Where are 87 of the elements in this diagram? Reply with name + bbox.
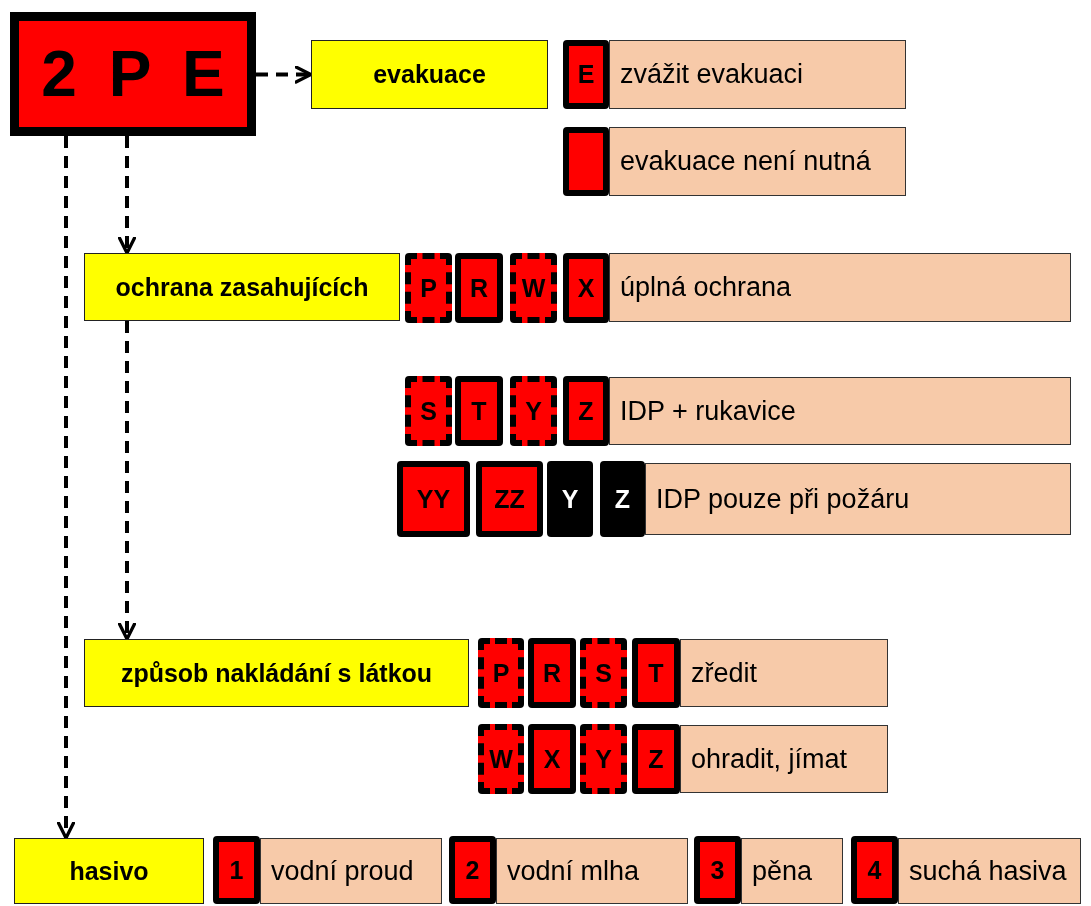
code-letter: W: [489, 744, 513, 774]
code-letter: X: [543, 744, 561, 774]
code-letter: S: [420, 396, 437, 426]
category-box: [311, 40, 548, 109]
description-text: evakuace není nutná: [620, 146, 871, 177]
description-text: IDP + rukavice: [620, 395, 796, 427]
category-label: ochrana zasahujících: [115, 272, 369, 302]
code-letter: X: [577, 273, 595, 303]
dashed-arrow: [117, 136, 137, 255]
code-letter: S: [595, 658, 612, 688]
category-label: evakuace: [373, 60, 486, 89]
description-box: [680, 725, 888, 793]
description-text: vodní proud: [271, 855, 414, 887]
dashed-arrow: [256, 65, 313, 84]
code-badge: [851, 836, 898, 904]
code-badge: [449, 836, 496, 904]
code-letter: R: [469, 273, 489, 303]
code-badge: [632, 638, 680, 708]
code-letter: 3: [710, 855, 725, 885]
description-box: [496, 838, 688, 904]
description-box: [609, 253, 1071, 322]
code-letter: Z: [578, 396, 594, 426]
code-letter: T: [471, 396, 487, 426]
code-badge: [580, 638, 627, 708]
code-letter: Z: [648, 744, 664, 774]
description-box: [609, 127, 906, 196]
code-badge: [213, 836, 260, 904]
description-box: [260, 838, 442, 904]
code-badge: [528, 724, 576, 794]
code-badge: [405, 376, 452, 446]
code-badge: [510, 376, 557, 446]
category-box: [84, 253, 400, 321]
code-letter: W: [521, 273, 546, 303]
code-letter: Y: [595, 744, 612, 774]
code-badge: [563, 253, 609, 323]
code-badge: [600, 461, 645, 537]
code-badge: [397, 461, 470, 537]
dashed-arrow: [56, 136, 76, 840]
description-box: [609, 377, 1071, 445]
description-text: vodní mlha: [507, 855, 640, 887]
code-badge: [694, 836, 741, 904]
description-box: [680, 639, 888, 707]
code-panel: [10, 12, 256, 136]
description-box: [741, 838, 843, 904]
code-badge: [455, 253, 503, 323]
description-text: ohradit, jímat: [691, 743, 848, 775]
code-badge: [563, 376, 609, 446]
code-badge: [455, 376, 503, 446]
code-letter: 2: [465, 855, 480, 885]
description-box: [609, 40, 906, 109]
code-badge: [563, 40, 609, 109]
code-letter: E: [577, 60, 595, 89]
category-box: [84, 639, 469, 707]
code-badge: [547, 461, 593, 537]
description-text: suchá hasiva: [909, 855, 1067, 887]
code-letter: Y: [525, 396, 542, 426]
code-letter: 1: [229, 855, 244, 885]
code-letter: Z: [614, 484, 631, 514]
code-letter: 4: [867, 855, 882, 885]
code-badge: [476, 461, 543, 537]
description-box: [898, 838, 1081, 904]
empty-code-badge: [563, 127, 609, 196]
category-label: způsob nakládání s látkou: [120, 658, 433, 688]
code-badge: [632, 724, 680, 794]
code-badge: [528, 638, 576, 708]
code-badge: [405, 253, 452, 323]
code-letter: YY: [416, 484, 451, 514]
code-letter: T: [648, 658, 664, 688]
dashed-arrow: [117, 321, 137, 641]
code-letter: ZZ: [494, 484, 525, 514]
description-text: úplná ochrana: [620, 272, 792, 303]
code-letter: R: [542, 658, 562, 688]
code-letter: P: [420, 273, 437, 303]
description-box: [645, 463, 1071, 535]
category-box: [14, 838, 204, 904]
code-letter: P: [492, 658, 510, 688]
description-text: IDP pouze při požáru: [656, 483, 910, 515]
code-badge: [510, 253, 557, 323]
code-badge: [580, 724, 627, 794]
category-label: hasivo: [69, 856, 149, 886]
description-text: pěna: [752, 855, 813, 887]
hazard-code: 2 P E: [41, 37, 225, 111]
code-badge: [478, 724, 524, 794]
code-badge: [478, 638, 524, 708]
description-text: zvážit evakuaci: [620, 59, 804, 90]
description-text: zředit: [691, 657, 758, 689]
code-letter: Y: [561, 484, 579, 514]
